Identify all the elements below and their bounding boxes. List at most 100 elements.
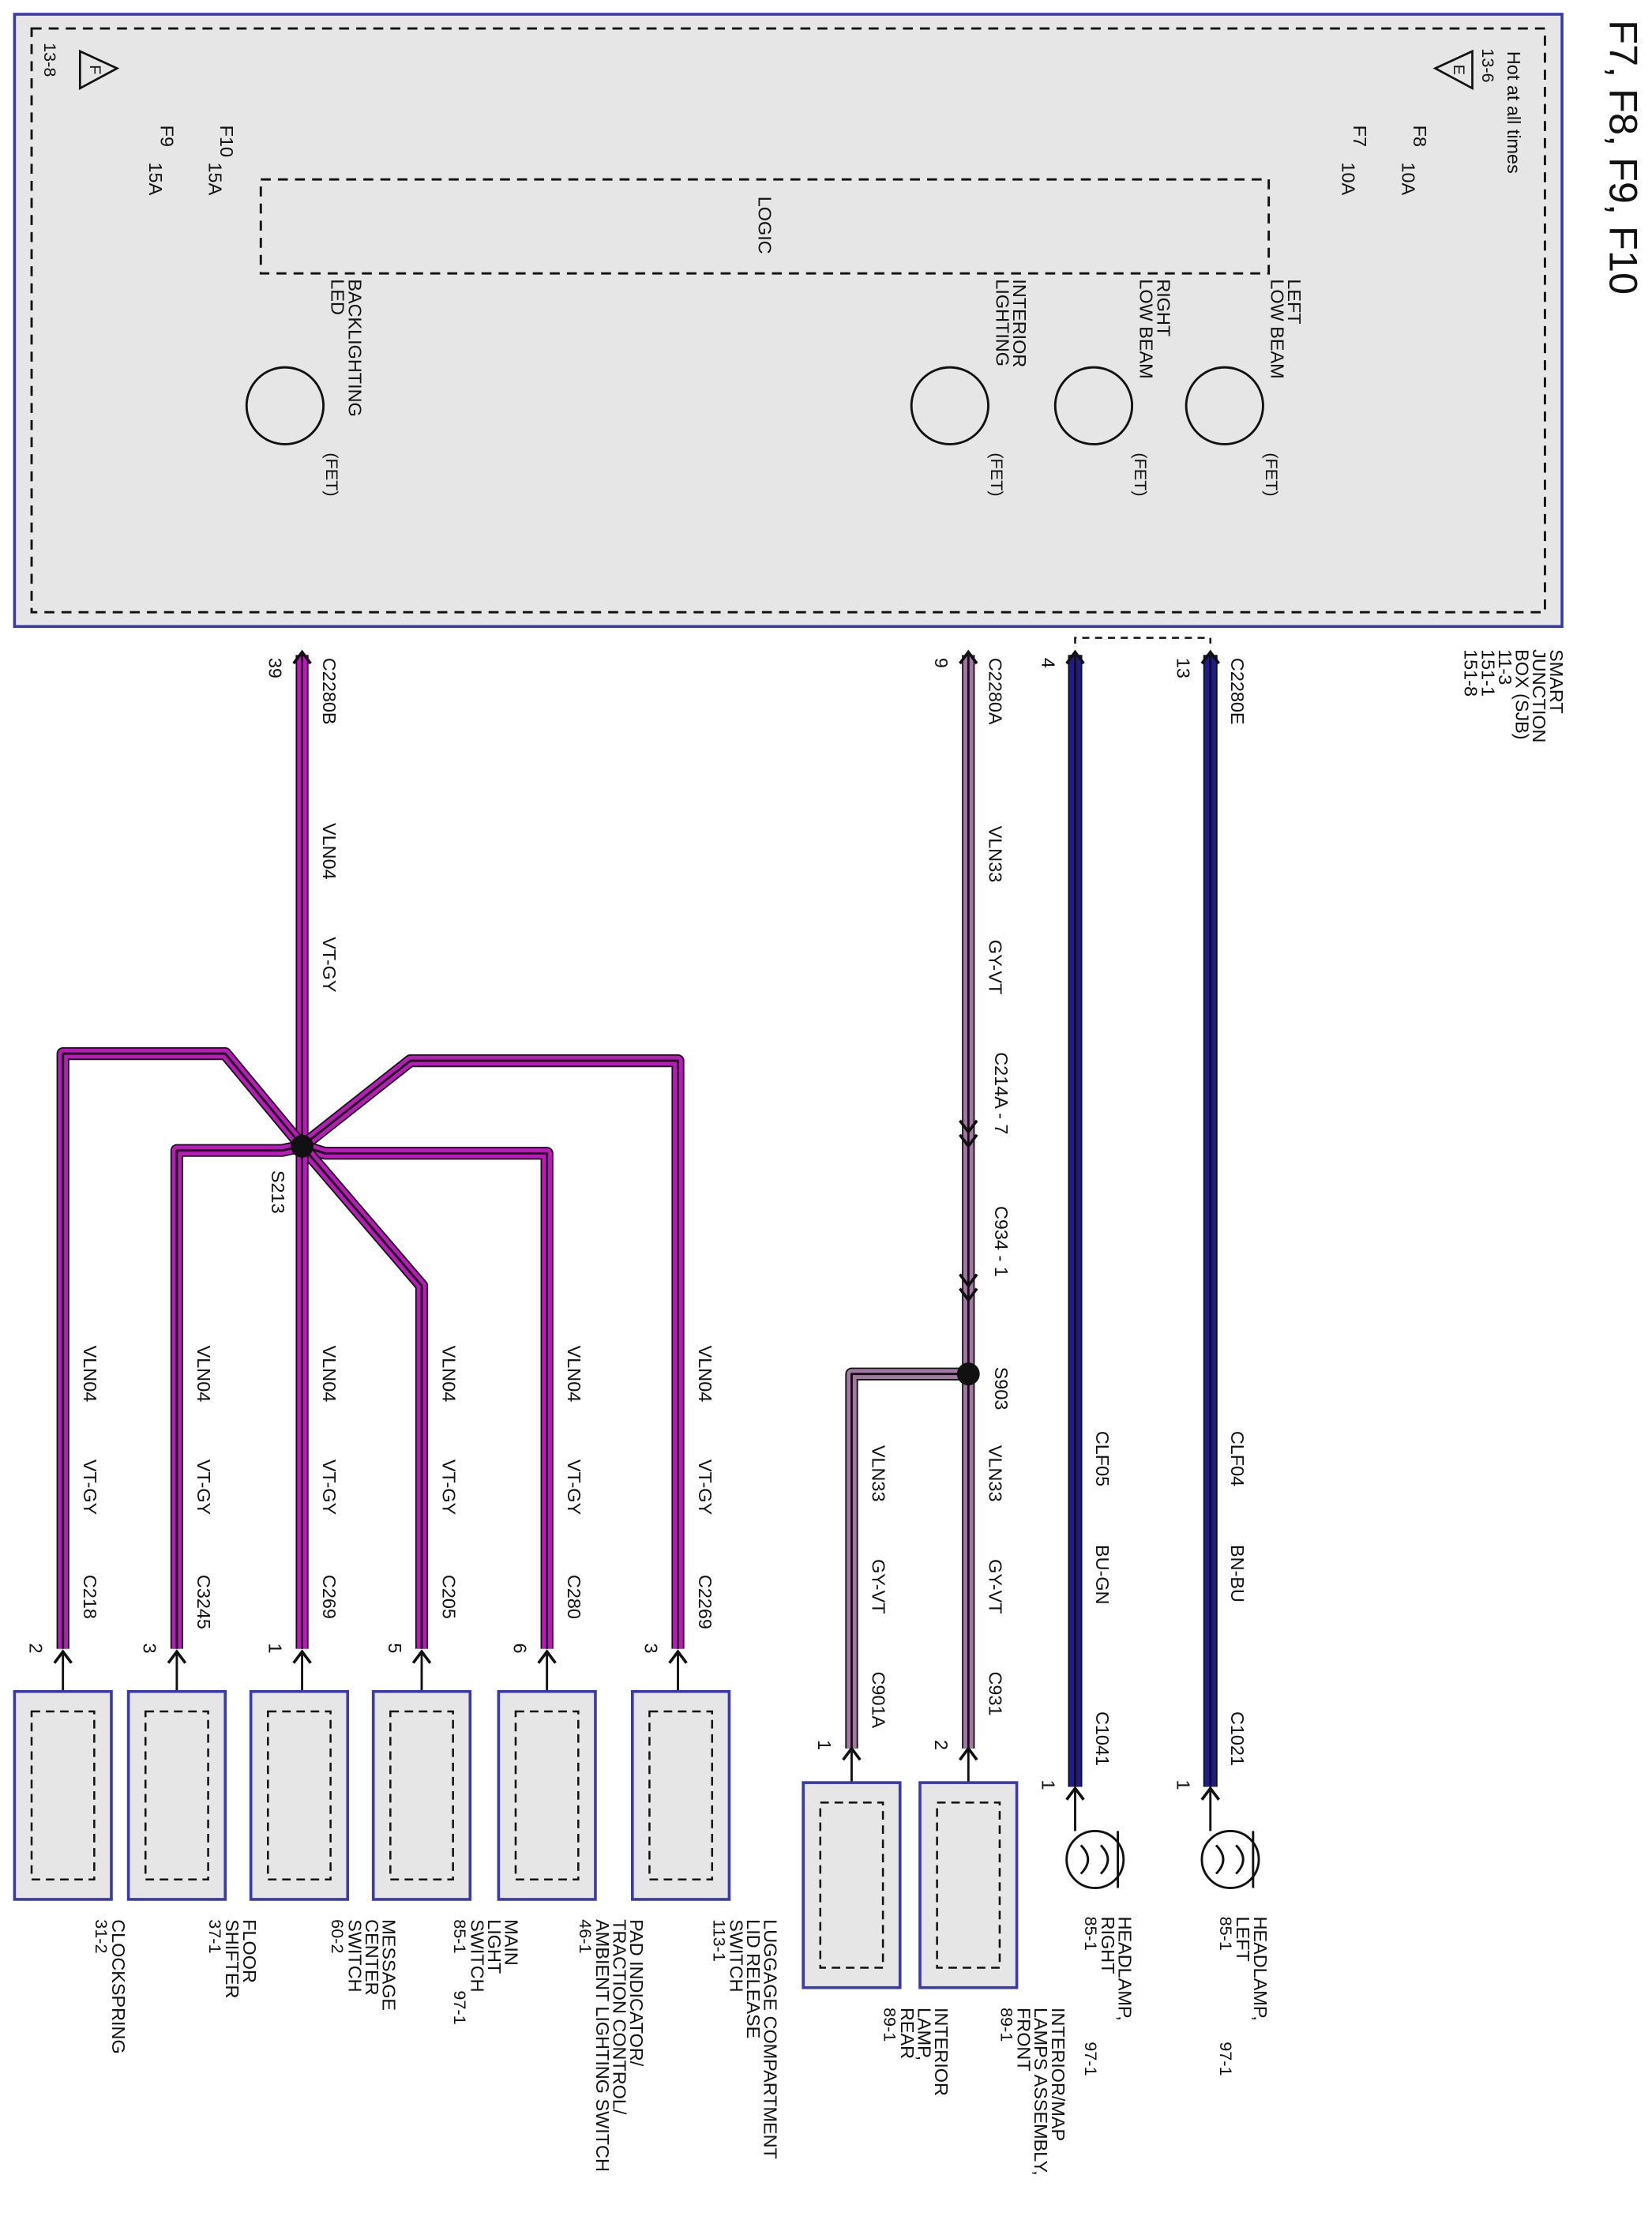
- fuse-F8-label: F8: [1410, 126, 1430, 147]
- fet-interior-lighting-label: INTERIOR: [1009, 279, 1030, 367]
- main-light-name: MAIN: [501, 1919, 522, 1966]
- headlamp-right-ref2: 97-1: [1081, 2042, 1101, 2076]
- label-vln04-branch-2-circuit: VLN04: [438, 1346, 459, 1403]
- label-vln04-branch-3-color: VT-GY: [319, 1460, 340, 1516]
- sjb-name-label: 151-1: [1477, 649, 1498, 697]
- pad-indicator-connector-label: C280: [564, 1575, 584, 1619]
- logic-box: [259, 178, 1271, 275]
- main-light-module-inner: [389, 1710, 454, 1880]
- headlamp-right-pin-label: 1: [1038, 1780, 1058, 1790]
- fuse-F9-rating: 15A: [145, 163, 166, 196]
- fet-left-low-beam-label: LEFT: [1284, 279, 1305, 324]
- label-clf05-color: BU-GN: [1092, 1545, 1113, 1604]
- interior-rear-module-inner: [819, 1801, 884, 1969]
- message-center-ref: 60-2: [328, 1919, 347, 1953]
- inline-c934-arrow2: [959, 1287, 978, 1302]
- fuse-F9-label: F9: [156, 126, 177, 147]
- luggage-ref: 113-1: [709, 1919, 729, 1962]
- fuse-F7-rating: 10A: [1338, 163, 1359, 196]
- message-center-connector-label: C269: [319, 1575, 340, 1619]
- headlamp-right-lamp-icon: [1065, 1829, 1125, 1889]
- label-vln33-lower-circuit: VLN33: [986, 1445, 1006, 1502]
- label-vln33-rear-circuit: VLN33: [869, 1445, 889, 1502]
- interior-front-name: INTERIOR/MAP: [1048, 2008, 1068, 2141]
- floor-shifter-name: FLOOR: [239, 1919, 260, 1983]
- message-center-name: SWITCH: [344, 1919, 365, 1992]
- sjb-name-label: SMART: [1546, 649, 1567, 714]
- clockspring-connector-label: C218: [80, 1575, 100, 1619]
- fet-right-low-beam-label: LOW BEAM: [1136, 279, 1157, 378]
- interior-front-module-box: [918, 1781, 1019, 1989]
- main-light-name: LIGHT: [484, 1919, 505, 1974]
- headlamp-left-name: LEFT: [1233, 1917, 1253, 1962]
- floor-shifter-pin-label: 3: [140, 1643, 160, 1653]
- clockspring-module-box: [13, 1689, 113, 1901]
- fet-interior-lighting-label: LIGHTING: [993, 279, 1013, 366]
- label-vln04-branch-0-color: VT-GY: [695, 1460, 715, 1516]
- main-light-ref2: 97-1: [450, 1990, 470, 2024]
- fet-left-low-beam-label: LOW BEAM: [1267, 279, 1288, 378]
- pad-indicator-ref: 46-1: [576, 1919, 595, 1953]
- label-vln04-trunk-circuit: VLN04: [319, 823, 340, 880]
- fet-right-low-beam-type: (FET): [1131, 453, 1151, 496]
- sjb-pin-arrow: [1200, 649, 1221, 665]
- inline-c214a-arrow2: [959, 1133, 978, 1149]
- inline-c214a-arrow: [959, 1119, 978, 1135]
- luggage-module-inner: [648, 1710, 714, 1880]
- label-clf04-circuit: CLF04: [1227, 1431, 1248, 1486]
- fuse-F7-label: F7: [1350, 126, 1370, 147]
- headlamp-left-pin-label: 1: [1173, 1780, 1194, 1790]
- headlamp-left-ref: 85-1: [1216, 1917, 1236, 1951]
- headlamp-left-connector-label: C1021: [1227, 1711, 1248, 1766]
- bus-e-triangle: [1432, 49, 1474, 91]
- fet-left-low-beam-symbol: [1185, 366, 1264, 445]
- sjb-pin-arrow: [1065, 649, 1085, 665]
- headlamp-left-name: HEADLAMP,: [1250, 1917, 1271, 2021]
- label-clf04-color: BN-BU: [1227, 1545, 1248, 1602]
- bus-f-label: F: [86, 65, 103, 74]
- headlamp-left-lamp-icon: [1200, 1829, 1260, 1889]
- luggage-pin-label: 3: [640, 1643, 661, 1653]
- page-title: F7, F8, F9, F10: [1601, 20, 1646, 295]
- clockspring-module-inner: [30, 1710, 96, 1880]
- message-center-module-inner: [267, 1710, 332, 1880]
- wire-vln04-branch-2-tracer: [301, 1145, 423, 1649]
- logic-label: LOGIC: [754, 197, 775, 254]
- wire-vln04-branch-0-tracer: [301, 1059, 679, 1649]
- fet-backlighting-led-type: (FET): [322, 453, 342, 496]
- sjb-pin-arrow: [959, 649, 978, 665]
- main-light-module-box: [371, 1689, 472, 1901]
- label-vln04-branch-0-circuit: VLN04: [695, 1346, 715, 1403]
- luggage-name: LUGGAGE COMPARTMENT: [760, 1919, 781, 2159]
- fet-backlighting-led-label: LED: [328, 279, 348, 315]
- pad-indicator-module-box: [497, 1689, 597, 1901]
- inline-c214a-label: C214A - 7: [991, 1052, 1012, 1134]
- interior-rear-ref: 89-1: [880, 2008, 900, 2042]
- headlamp-left-ref2: 97-1: [1216, 2042, 1236, 2076]
- sjb-connector-label: C2280E: [1227, 658, 1248, 725]
- headlamp-right-name: RIGHT: [1098, 1917, 1118, 1974]
- headlamp-right-ref: 85-1: [1081, 1917, 1101, 1951]
- fuse-F8-rating: 10A: [1398, 163, 1418, 196]
- pad-indicator-pin-label: 6: [509, 1643, 530, 1653]
- sjb-pin-label: 4: [1038, 658, 1058, 668]
- interior-rear-name: REAR: [897, 2008, 918, 2059]
- luggage-connector-label: C2269: [695, 1575, 715, 1629]
- interior-rear-pin-label: 1: [814, 1740, 835, 1750]
- label-vln04-branch-5-color: VT-GY: [80, 1460, 100, 1516]
- pad-indicator-name: AMBIENT LIGHTING SWITCH: [592, 1919, 613, 2172]
- fet-backlighting-led-symbol: [245, 366, 325, 445]
- main-light-ref: 85-1: [450, 1919, 470, 1953]
- interior-rear-name: INTERIOR: [931, 2008, 952, 2096]
- luggage-name: LID RELEASE: [743, 1919, 764, 2038]
- fet-right-low-beam-label: RIGHT: [1153, 279, 1173, 336]
- interior-front-name: FRONT: [1014, 2008, 1034, 2072]
- label-vln33-upper-circuit: VLN33: [986, 826, 1006, 883]
- floor-shifter-ref: 37-1: [205, 1919, 225, 1953]
- sjb-name-label: JUNCTION: [1529, 649, 1549, 742]
- fet-interior-lighting-type: (FET): [987, 453, 1007, 496]
- message-center-name: MESSAGE: [379, 1919, 400, 2011]
- label-vln04-branch-5-circuit: VLN04: [80, 1346, 100, 1403]
- label-vln04-branch-2-color: VT-GY: [438, 1460, 459, 1516]
- sjb-pin-arrow: [292, 649, 312, 665]
